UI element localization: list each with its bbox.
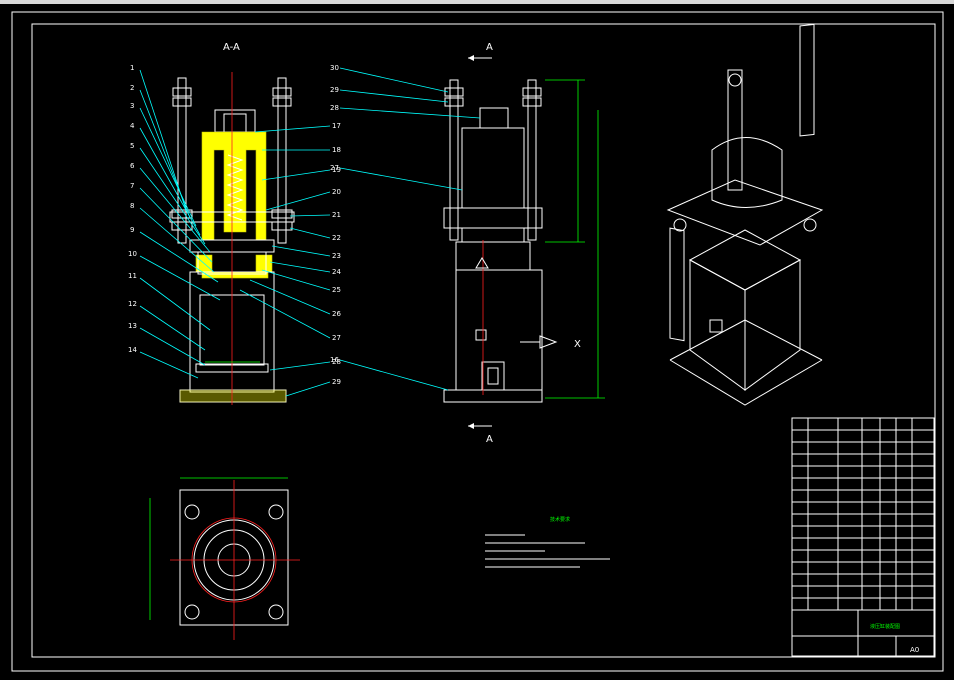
part-number: 27 xyxy=(332,334,341,342)
part-number: 21 xyxy=(332,211,341,219)
part-number: 10 xyxy=(128,250,137,258)
part-number: 28 xyxy=(332,358,341,366)
part-number: 12 xyxy=(128,300,137,308)
part-number: 14 xyxy=(128,346,137,354)
part-number: 3 xyxy=(130,102,134,110)
section-label: A-A xyxy=(223,42,240,53)
part-number: 19 xyxy=(332,166,341,174)
front-part-numbers: 30 29 28 27 16 xyxy=(330,64,339,364)
part-number: 29 xyxy=(330,86,339,94)
part-number: 9 xyxy=(130,226,134,234)
middle-part-numbers: 17 18 19 20 21 22 23 24 25 26 27 28 29 xyxy=(332,122,341,386)
technical-requirements: 技术要求 xyxy=(485,516,610,568)
part-number: 11 xyxy=(128,272,137,280)
view-label-bottom: A xyxy=(486,434,493,445)
part-number: 26 xyxy=(332,310,341,318)
part-number: 13 xyxy=(128,322,137,330)
left-leader-lines xyxy=(139,69,221,379)
middle-leader-lines xyxy=(239,125,331,397)
part-number: 20 xyxy=(332,188,341,196)
x-marker: X xyxy=(574,339,581,350)
part-number: 2 xyxy=(130,84,134,92)
part-number: 4 xyxy=(130,122,135,130)
part-number: 7 xyxy=(130,182,134,190)
title-block: 液压缸装配图 A0 xyxy=(791,417,935,657)
isometric-view xyxy=(666,23,824,406)
part-number: 29 xyxy=(332,378,341,386)
part-number: 6 xyxy=(130,162,135,170)
part-number: 18 xyxy=(332,146,341,154)
part-number: 1 xyxy=(130,64,134,72)
part-number: 5 xyxy=(130,142,134,150)
part-number: 22 xyxy=(332,234,341,242)
notes-title: 技术要求 xyxy=(550,516,570,523)
drawing-name: 液压缸装配图 xyxy=(870,623,900,630)
part-number: 16 xyxy=(330,356,339,364)
top-view xyxy=(149,477,300,640)
part-number: 17 xyxy=(332,122,341,130)
part-number: 24 xyxy=(332,268,341,276)
inner-frame xyxy=(31,23,936,658)
part-number: 27 xyxy=(330,164,339,172)
part-number: 28 xyxy=(330,104,339,112)
part-number: 8 xyxy=(130,202,134,210)
part-number: 23 xyxy=(332,252,341,260)
left-part-numbers: 1 2 3 4 5 6 7 8 9 10 11 12 13 14 xyxy=(128,64,137,354)
drawing-size: A0 xyxy=(910,646,919,654)
part-number: 25 xyxy=(332,286,341,294)
outer-frame xyxy=(11,11,944,672)
section-view-a-a: A-A xyxy=(169,42,295,405)
part-number: 30 xyxy=(330,64,339,72)
front-leader-lines xyxy=(339,67,481,391)
window-top-strip xyxy=(0,0,954,4)
front-view: A X A xyxy=(443,42,605,445)
view-label-top: A xyxy=(486,42,493,53)
